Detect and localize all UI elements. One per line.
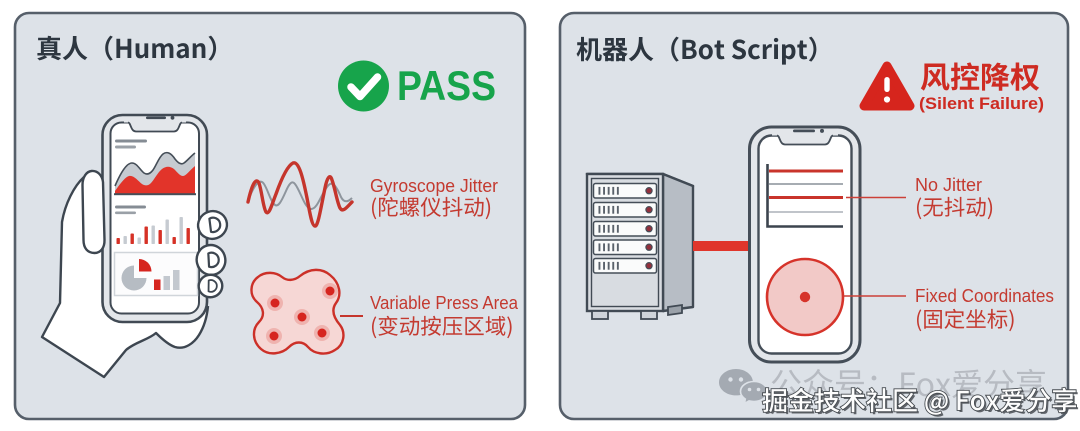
svg-text:Gyroscope Jitter: Gyroscope Jitter	[370, 175, 498, 196]
svg-text:(Silent Failure): (Silent Failure)	[919, 94, 1044, 113]
svg-text:Variable Press Area: Variable Press Area	[370, 292, 519, 313]
svg-text:PASS: PASS	[397, 62, 496, 109]
svg-text:Fixed Coordinates: Fixed Coordinates	[915, 286, 1054, 306]
svg-text:No Jitter: No Jitter	[915, 175, 982, 195]
